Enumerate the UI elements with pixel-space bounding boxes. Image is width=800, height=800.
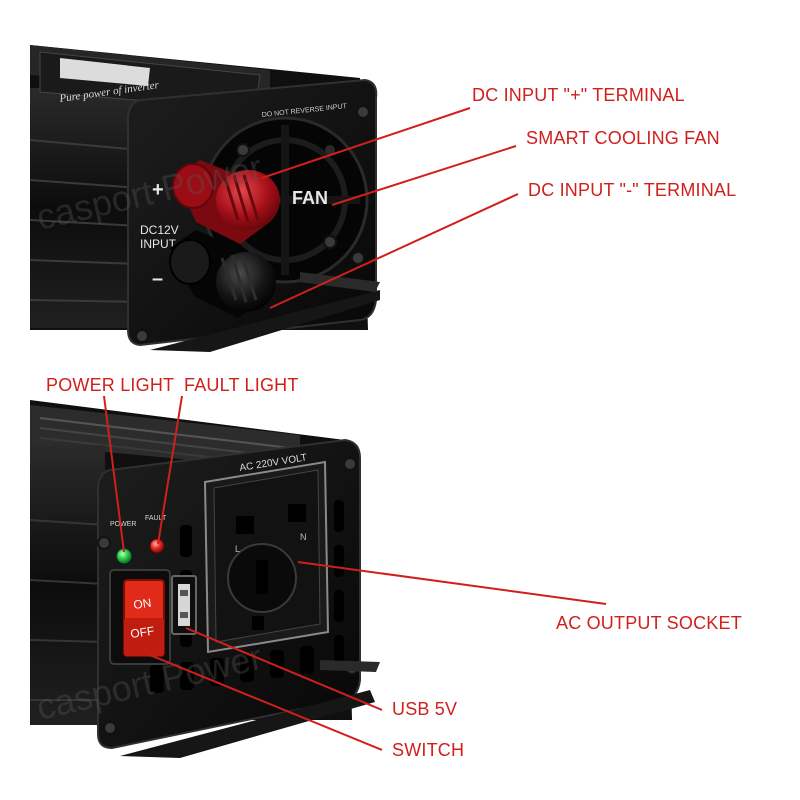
input-label-line1: DC12V xyxy=(140,223,179,237)
fault-led-label: FAULT xyxy=(145,515,167,522)
callout-dc-minus-terminal: DC INPUT "-" TERMINAL xyxy=(528,180,737,200)
callout-line-power-light xyxy=(103,395,125,553)
power-led-label: POWER xyxy=(110,521,136,528)
fault-led xyxy=(149,538,165,554)
dc-minus-terminal xyxy=(169,230,276,318)
callout-line-cooling-fan xyxy=(331,145,517,206)
callout-line-ac-socket xyxy=(297,561,607,605)
switch-on-label: ON xyxy=(132,596,152,612)
input-label-line2: INPUT xyxy=(140,237,177,251)
callout-power-light: POWER LIGHT xyxy=(46,375,175,395)
switch-off-label: OFF xyxy=(129,624,155,641)
callout-usb-5v: USB 5V xyxy=(392,699,458,719)
callout-line-fault-light xyxy=(157,395,183,545)
minus-polarity-mark: – xyxy=(152,268,163,290)
callout-ac-output-socket: AC OUTPUT SOCKET xyxy=(556,613,742,633)
callout-line-usb xyxy=(185,627,383,711)
callout-line-dc-minus xyxy=(269,193,519,309)
callout-fault-light: FAULT LIGHT xyxy=(184,375,299,395)
ac-output-socket xyxy=(203,460,330,654)
callout-dc-plus-terminal: DC INPUT "+" TERMINAL xyxy=(472,85,685,105)
fan-label: FAN xyxy=(292,188,328,208)
callout-line-dc-plus xyxy=(261,107,471,179)
callout-line-switch xyxy=(149,654,383,751)
callout-lines xyxy=(103,107,607,751)
vent-slots xyxy=(150,500,344,693)
socket-mark-n: N xyxy=(300,532,307,542)
callout-smart-cooling-fan: SMART COOLING FAN xyxy=(526,128,720,148)
dc-plus-terminal xyxy=(172,160,280,244)
power-switch xyxy=(109,569,171,665)
usb-port xyxy=(171,575,197,635)
callout-switch: SWITCH xyxy=(392,740,465,760)
plus-polarity-mark: + xyxy=(152,179,164,201)
socket-mark-l: L xyxy=(235,544,240,554)
